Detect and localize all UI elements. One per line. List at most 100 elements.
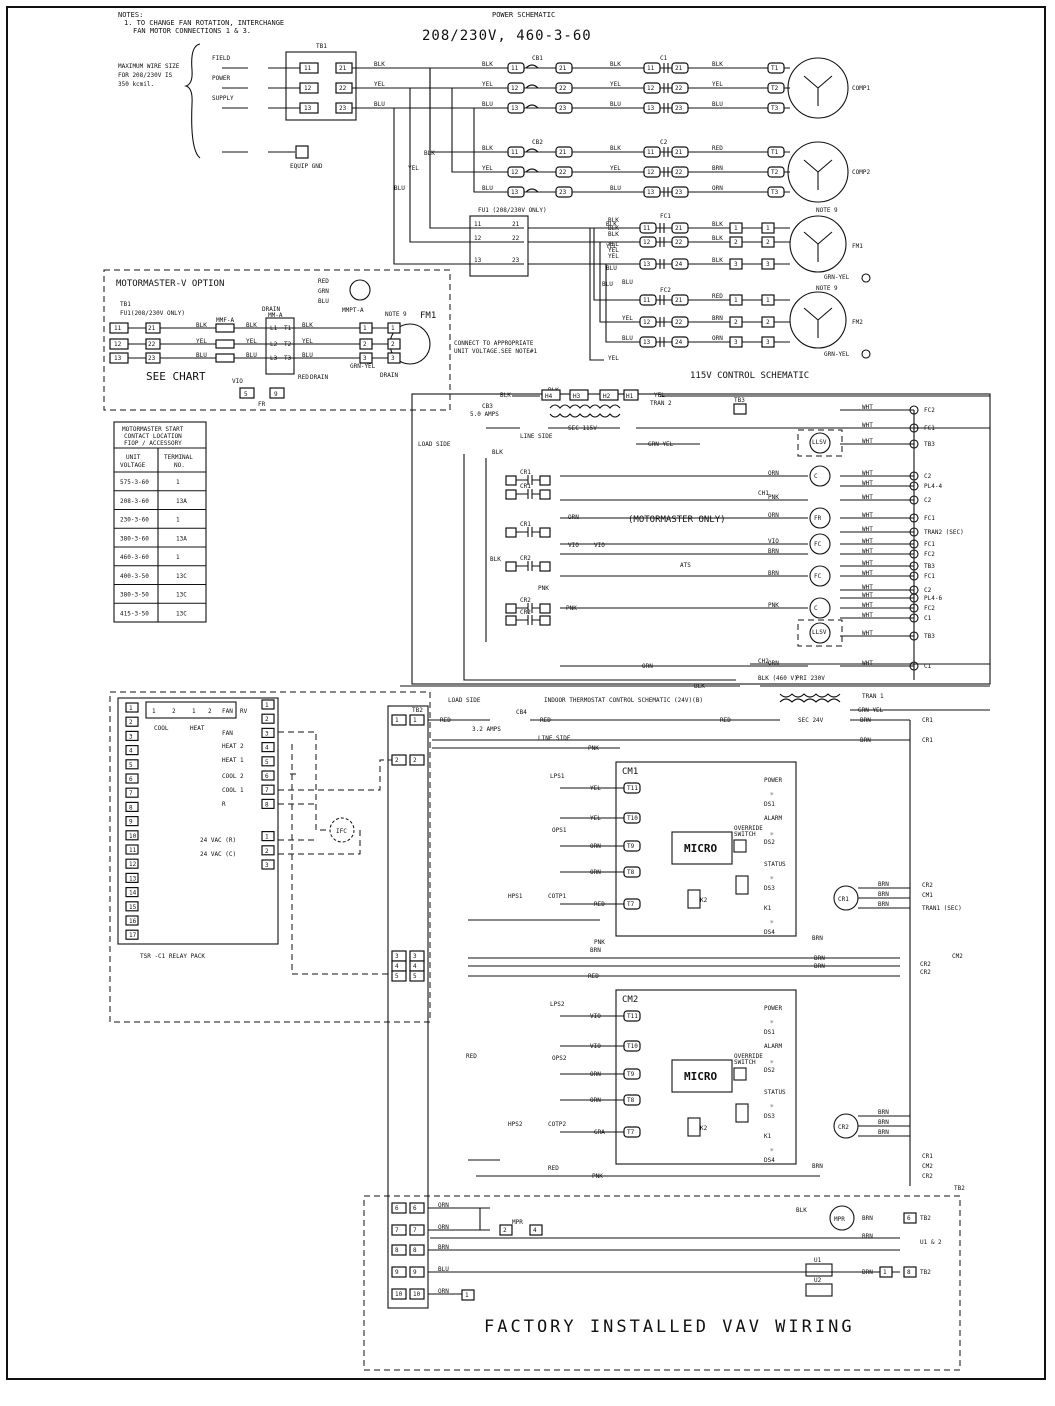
svg-text:YEL: YEL	[622, 315, 633, 322]
equip-gnd-label: EQUIP GND	[290, 163, 323, 170]
svg-text:12: 12	[647, 169, 655, 176]
svg-text:VIO: VIO	[590, 1013, 601, 1020]
svg-text:LLSV: LLSV	[812, 629, 827, 636]
svg-text:NOTE 9: NOTE 9	[385, 311, 407, 318]
svg-text:OPS1: OPS1	[552, 827, 567, 834]
svg-text:380-3-50: 380-3-50	[120, 592, 149, 599]
svg-text:23: 23	[512, 257, 520, 264]
svg-text:PNK: PNK	[768, 494, 779, 501]
svg-text:BLK: BLK	[482, 145, 493, 152]
svg-text:CR2: CR2	[838, 1124, 849, 1131]
svg-text:16: 16	[129, 918, 137, 925]
svg-text:5: 5	[129, 762, 133, 769]
svg-text:1: 1	[465, 1292, 469, 1299]
svg-text:6: 6	[413, 1205, 417, 1212]
svg-text:RED: RED	[720, 717, 731, 724]
svg-text:RED: RED	[588, 973, 599, 980]
svg-text:10: 10	[395, 1291, 403, 1298]
svg-text:CR2: CR2	[520, 555, 531, 562]
svg-text:T10: T10	[627, 1043, 638, 1050]
svg-text:GRN-YEL: GRN-YEL	[824, 274, 850, 281]
svg-text:VIO: VIO	[590, 1043, 601, 1050]
svg-text:1: 1	[176, 517, 180, 524]
svg-text:CB4: CB4	[516, 709, 527, 716]
svg-text:TB3: TB3	[924, 563, 935, 570]
svg-text:MMF-A: MMF-A	[216, 317, 234, 324]
svg-text:COOL 1: COOL 1	[222, 787, 244, 794]
svg-text:ORN: ORN	[438, 1224, 449, 1231]
svg-text:FC: FC	[814, 573, 822, 580]
svg-text:STATUS: STATUS	[764, 861, 786, 868]
svg-text:23: 23	[675, 189, 683, 196]
svg-text:RED: RED	[298, 374, 309, 381]
svg-text:BLU: BLU	[622, 279, 633, 286]
svg-text:ORN: ORN	[768, 470, 779, 477]
svg-text:PRI 230V: PRI 230V	[796, 675, 825, 682]
svg-text:T3: T3	[771, 105, 779, 112]
svg-text:LLSV: LLSV	[812, 439, 827, 446]
svg-text:ORN: ORN	[590, 869, 601, 876]
svg-text:L2: L2	[270, 341, 278, 348]
svg-text:WHT: WHT	[862, 592, 873, 599]
mm-table	[113, 421, 207, 623]
svg-text:9: 9	[395, 1269, 399, 1276]
svg-text:FIOP / ACCESSORY: FIOP / ACCESSORY	[124, 440, 182, 447]
svg-text:BLK: BLK	[606, 221, 617, 228]
svg-text:C2: C2	[924, 473, 932, 480]
svg-text:3: 3	[391, 355, 395, 362]
svg-text:T2: T2	[284, 341, 292, 348]
svg-text:2: 2	[734, 319, 738, 326]
svg-text:6: 6	[395, 1205, 399, 1212]
svg-text:1: 1	[391, 325, 395, 332]
svg-text:HPS2: HPS2	[508, 1121, 523, 1128]
svg-text:7: 7	[129, 790, 133, 797]
svg-text:BLK: BLK	[490, 556, 501, 563]
svg-text:BRN: BRN	[812, 1163, 823, 1170]
svg-text:YEL: YEL	[608, 355, 619, 362]
svg-text:TB3: TB3	[924, 633, 935, 640]
svg-text:DRAIN: DRAIN	[262, 306, 280, 313]
svg-text:FC2: FC2	[924, 605, 935, 612]
svg-text:DS4: DS4	[764, 1157, 775, 1164]
svg-text:COOL 2: COOL 2	[222, 773, 244, 780]
svg-text:13: 13	[511, 189, 519, 196]
svg-text:1: 1	[413, 717, 417, 724]
svg-text:FC1: FC1	[924, 573, 935, 580]
control-115v-box	[411, 393, 991, 685]
svg-text:YEL: YEL	[408, 165, 419, 172]
svg-text:380-3-60: 380-3-60	[120, 535, 149, 542]
svg-text:BRN: BRN	[590, 947, 601, 954]
svg-text:9: 9	[129, 819, 133, 826]
svg-text:5: 5	[244, 391, 248, 398]
svg-text:RED: RED	[318, 278, 329, 285]
svg-text:7: 7	[413, 1227, 417, 1234]
svg-text:22: 22	[512, 235, 520, 242]
svg-text:T3: T3	[771, 189, 779, 196]
svg-text:13: 13	[304, 105, 312, 112]
notes-line-2: FAN MOTOR CONNECTIONS 1 & 3.	[133, 27, 251, 35]
svg-text:☼: ☼	[770, 1059, 774, 1066]
svg-text:23: 23	[148, 355, 156, 362]
svg-text:5.0 AMPS: 5.0 AMPS	[470, 411, 499, 418]
fm2-motor	[789, 291, 847, 349]
svg-text:1: 1	[176, 479, 180, 486]
svg-text:13A: 13A	[176, 498, 187, 505]
svg-text:GRN-YEL: GRN-YEL	[350, 363, 376, 370]
svg-text:T7: T7	[627, 1129, 635, 1136]
svg-text:WHT: WHT	[862, 512, 873, 519]
fu1-block	[469, 215, 529, 277]
svg-text:HEAT: HEAT	[190, 725, 205, 732]
c2-label: C2	[660, 139, 668, 146]
svg-text:DS1: DS1	[764, 1029, 775, 1036]
svg-text:DRAIN: DRAIN	[310, 374, 328, 381]
svg-text:WHT: WHT	[862, 494, 873, 501]
svg-text:YEL: YEL	[246, 338, 257, 345]
svg-text:ORN: ORN	[768, 660, 779, 667]
svg-text:13C: 13C	[176, 610, 187, 617]
svg-text:CR2: CR2	[922, 1173, 933, 1180]
svg-text:400-3-50: 400-3-50	[120, 573, 149, 580]
svg-text:COTP1: COTP1	[548, 893, 566, 900]
svg-text:HEAT 2: HEAT 2	[222, 743, 244, 750]
svg-text:13C: 13C	[176, 592, 187, 599]
svg-text:T11: T11	[627, 785, 638, 792]
